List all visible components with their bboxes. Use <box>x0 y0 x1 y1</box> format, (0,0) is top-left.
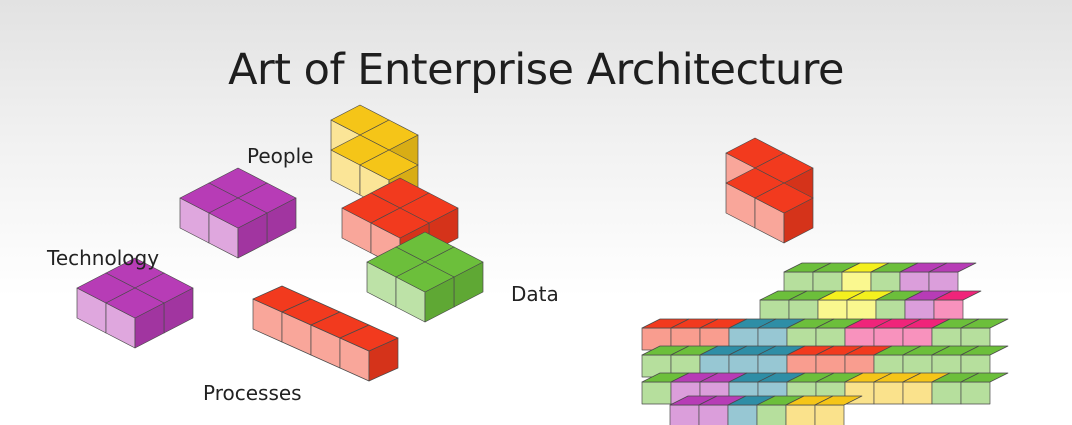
label-people: People <box>247 144 314 168</box>
cube-block <box>846 290 895 323</box>
cube-block <box>727 395 776 425</box>
cube-block <box>105 287 165 349</box>
cube-block <box>669 395 718 425</box>
cube-block <box>960 345 1009 378</box>
red-block-floating <box>725 137 814 244</box>
cube-block <box>788 290 837 323</box>
cube-block <box>928 262 977 295</box>
cube-block <box>786 345 835 378</box>
technology-block-lower <box>76 257 194 349</box>
data-block <box>366 231 484 323</box>
cube-block <box>815 318 864 351</box>
assembled-architecture <box>641 262 1009 425</box>
cube-block <box>208 197 268 259</box>
label-data: Data <box>511 282 559 306</box>
cube-block <box>933 290 982 323</box>
cube-block <box>754 182 814 244</box>
cube-block <box>873 345 922 378</box>
cube-block <box>931 318 980 351</box>
cube-block <box>395 261 455 323</box>
cube-block <box>812 262 861 295</box>
people-block <box>330 104 419 211</box>
cube-block <box>841 262 890 295</box>
label-processes: Processes <box>203 381 302 405</box>
label-technology: Technology <box>47 246 160 270</box>
cube-block <box>757 345 806 378</box>
slide-title: Art of Enterprise Architecture <box>228 45 844 95</box>
cube-block <box>699 345 748 378</box>
cube-block <box>670 318 719 351</box>
cube-block <box>875 290 924 323</box>
technology-block-upper <box>179 167 297 259</box>
cube-block <box>783 262 832 295</box>
cube-block <box>814 395 863 425</box>
cube-block <box>902 372 951 405</box>
cube-block <box>339 324 399 382</box>
cube-block <box>902 345 951 378</box>
cube-block <box>960 372 1009 405</box>
red-block-center <box>341 177 459 269</box>
processes-block <box>252 285 399 382</box>
cube-block <box>698 395 747 425</box>
cube-block <box>785 395 834 425</box>
cube-block <box>960 318 1009 351</box>
cube-block <box>728 318 777 351</box>
cube-block <box>931 372 980 405</box>
cube-block <box>756 395 805 425</box>
cube-block <box>870 262 919 295</box>
